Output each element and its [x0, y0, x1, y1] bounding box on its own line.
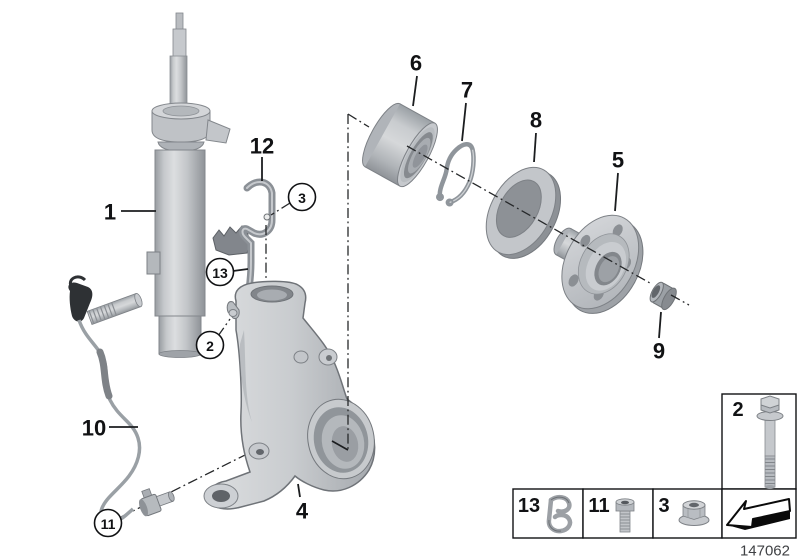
- callout-sensor-circled[interactable]: 11: [93, 508, 123, 538]
- drawing-number: 147062: [740, 543, 790, 560]
- wheel-bearing-part: [362, 102, 438, 188]
- leader-line-knuckle: [297, 483, 301, 498]
- legend-bolt-label[interactable]: 2: [732, 399, 743, 421]
- direction-arrow-icon: [726, 498, 791, 530]
- legend-box-screw[interactable]: [582, 488, 654, 539]
- callout-clip-circled[interactable]: 13: [205, 257, 235, 287]
- sensor-grip: [86, 293, 143, 325]
- strut-part: [146, 12, 231, 358]
- callout-bracket-label[interactable]: 12: [250, 134, 274, 159]
- cable-bracket-part: [212, 178, 276, 294]
- callout-clip-label[interactable]: 13: [212, 265, 228, 281]
- socket-screw-icon: [615, 498, 635, 533]
- leader-line-bearing: [412, 75, 418, 107]
- snap-ring-part: [436, 142, 476, 207]
- callout-strut-label[interactable]: 1: [104, 200, 116, 225]
- callout-bearing-label[interactable]: 6: [410, 51, 422, 76]
- leader-line-shield: [533, 132, 537, 163]
- piston-rod: [169, 55, 188, 109]
- abs-sensor-cable-part: [68, 275, 175, 524]
- wheel-bolt-hole: [612, 224, 623, 237]
- legend-screw-label[interactable]: 11: [588, 495, 609, 517]
- steering-knuckle-part: [203, 280, 376, 510]
- callout-snap-ring-label[interactable]: 7: [461, 78, 473, 103]
- flange-nut-icon: [678, 500, 710, 526]
- callout-knuckle-label[interactable]: 4: [296, 499, 309, 524]
- callout-sensor-label[interactable]: 11: [101, 516, 116, 532]
- callout-cable-label[interactable]: 10: [82, 416, 106, 441]
- callout-collar-nut-label[interactable]: 9: [653, 339, 665, 364]
- bracket-stud: [263, 213, 271, 221]
- callout-bracket-nut-label[interactable]: 3: [298, 190, 306, 206]
- sensor-head: [138, 488, 175, 517]
- collar-nut-part: [649, 281, 677, 311]
- wheel-bolt-hole: [580, 234, 591, 248]
- leader-line-pinch-bolt: [217, 318, 231, 337]
- callout-pinch-bolt-circled[interactable]: 2: [195, 330, 225, 360]
- legend-clip-label[interactable]: 13: [518, 495, 540, 517]
- cable-clip-icon: [546, 494, 573, 534]
- pinch-bolt-head: [228, 309, 238, 317]
- flange-bolt-icon: [756, 395, 784, 489]
- callout-shield-label[interactable]: 8: [530, 108, 542, 133]
- leader-line-bracket-nut: [270, 202, 291, 216]
- wheel-hub-part: [553, 214, 644, 314]
- leader-line-snap-ring: [461, 102, 467, 142]
- callout-hub-label[interactable]: 5: [612, 148, 624, 173]
- wheel-bolt-hole: [568, 274, 579, 287]
- legend-nut-label[interactable]: 3: [658, 495, 669, 517]
- callout-bracket-nut-circled[interactable]: 3: [287, 182, 317, 212]
- strut-tube: [154, 149, 206, 317]
- dust-shield-part: [485, 166, 562, 259]
- legend-fasteners: 2 13 11 3: [512, 393, 797, 539]
- axis-line: [406, 145, 651, 284]
- leader-line-clip: [232, 268, 249, 272]
- leader-line-collar-nut: [658, 311, 662, 339]
- axis-line: [347, 113, 370, 128]
- bore-pointer-line: [331, 440, 349, 451]
- leader-line-hub: [614, 172, 619, 212]
- sensor-connector: [68, 282, 93, 322]
- callout-pinch-bolt-label[interactable]: 2: [206, 338, 214, 354]
- axis-line: [670, 294, 690, 306]
